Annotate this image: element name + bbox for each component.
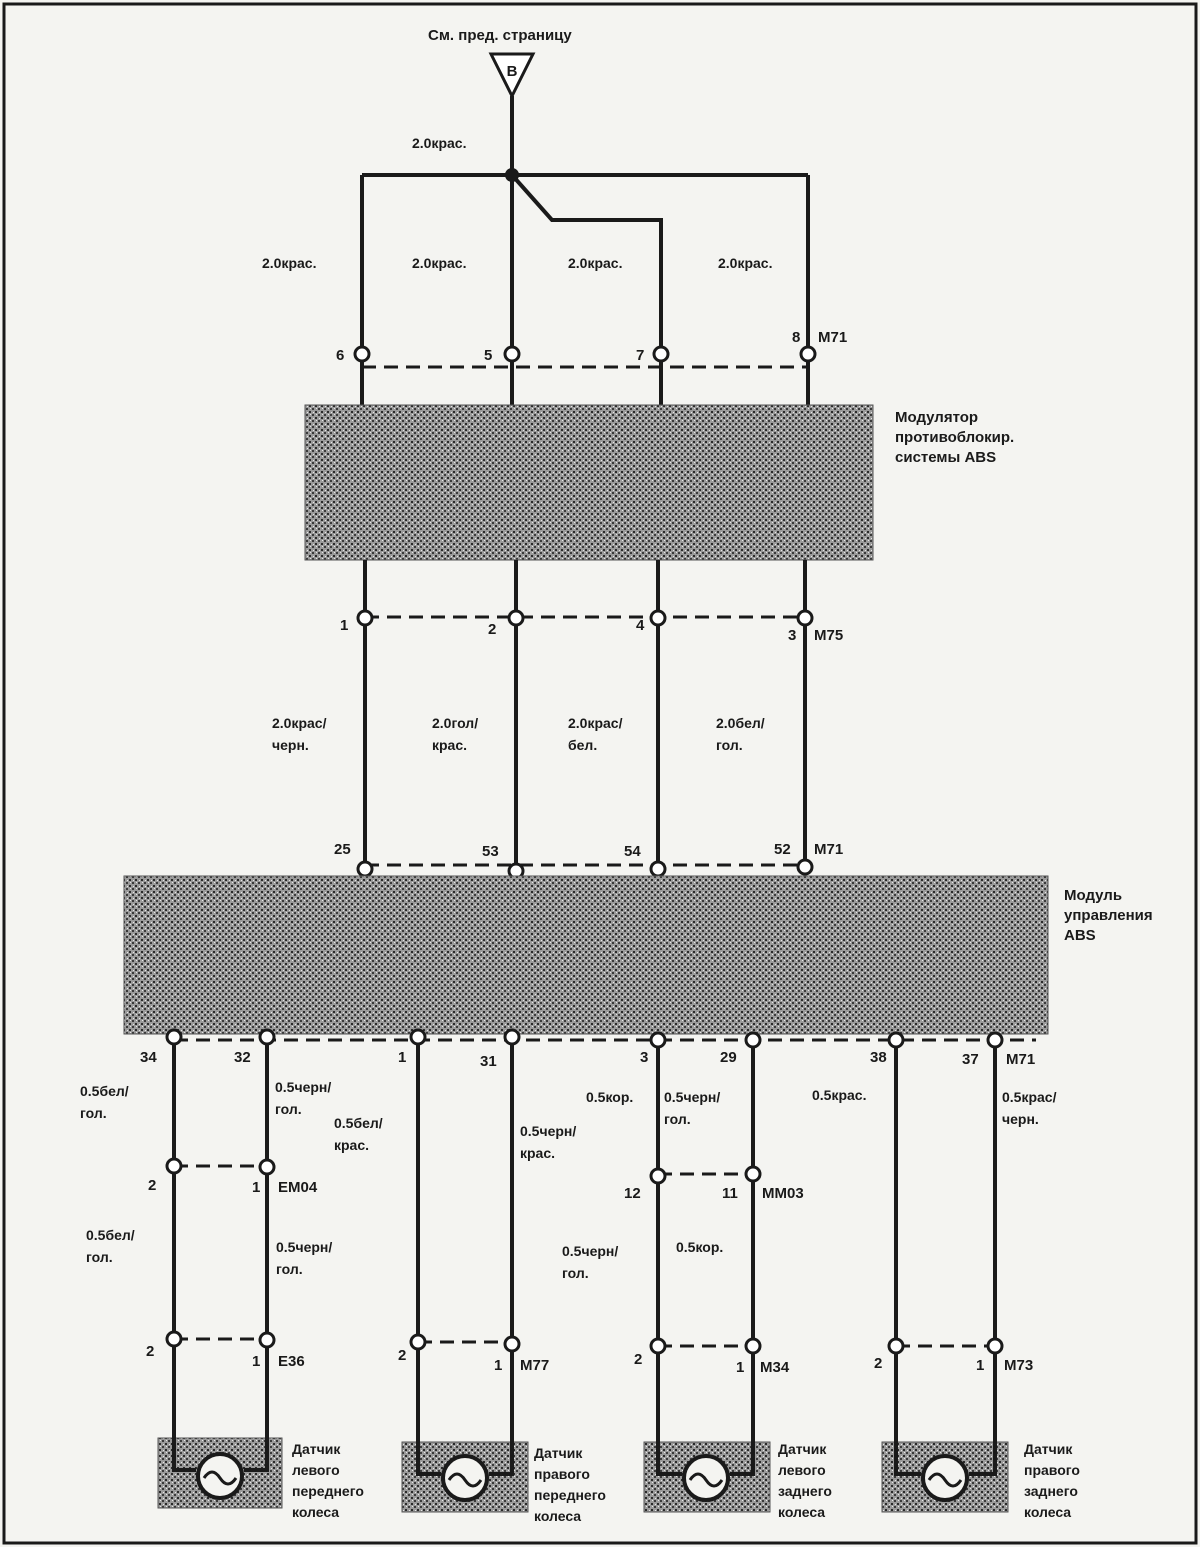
wire-label: 0.5бел/ крас. — [334, 1115, 387, 1153]
branch-wire-label: 2.0крас. — [412, 255, 466, 271]
connector-m71-bottom — [165, 1028, 1036, 1434]
wire-label: 0.5кор. — [586, 1089, 633, 1105]
wire-label: 0.5черн/ гол. — [562, 1243, 622, 1281]
wire-label: 0.5крас/ черн. — [1002, 1089, 1060, 1127]
pin-number: 31 — [480, 1053, 497, 1070]
connector-name: M71 — [818, 329, 847, 346]
connector-name: M75 — [814, 627, 843, 644]
pin-number: 1 — [494, 1357, 502, 1374]
pin-number: 3 — [640, 1049, 648, 1066]
connector-name: MM03 — [762, 1185, 804, 1202]
pin-number: 29 — [720, 1049, 737, 1066]
pin-number: 25 — [334, 841, 351, 858]
wire-label: 2.0бел/ гол. — [716, 715, 769, 753]
sensor-label: Датчик левого переднего колеса — [292, 1441, 368, 1520]
wire-label: 0.5бел/ гол. — [80, 1083, 133, 1121]
connector-name: M77 — [520, 1357, 549, 1374]
sensor-label: Датчик правого переднего колеса — [534, 1445, 610, 1524]
wire-label: 2.0крас/ бел. — [568, 715, 626, 753]
pin-number: 2 — [146, 1343, 154, 1360]
wheel-sensor-rear-left — [643, 1432, 771, 1513]
pin-number: 34 — [140, 1049, 157, 1066]
wheel-sensor-rear-right — [881, 1432, 1009, 1513]
pin-number: 1 — [976, 1357, 984, 1374]
control-module-label: Модуль управления ABS — [1064, 887, 1157, 944]
connector-name: EM04 — [278, 1179, 318, 1196]
connector-e36 — [165, 1330, 276, 1349]
pin-number: 3 — [788, 627, 796, 644]
wire-label: 2.0крас/ черн. — [272, 715, 330, 753]
connector-name: M73 — [1004, 1357, 1033, 1374]
pin-number: 4 — [636, 617, 645, 634]
connector-triangle — [488, 52, 536, 100]
wire-label: 0.5бел/ гол. — [86, 1227, 139, 1265]
pin-number: 38 — [870, 1049, 887, 1066]
wire-label: 0.5черн/ гол. — [276, 1239, 336, 1277]
pin-number: 52 — [774, 841, 791, 858]
pin-number: 2 — [398, 1347, 406, 1364]
supply-wiring — [360, 96, 810, 400]
pin-number: 12 — [624, 1185, 641, 1202]
pin-number: 1 — [736, 1359, 744, 1376]
connector-m73 — [887, 1337, 1004, 1355]
supply-wire-label: 2.0крас. — [412, 135, 466, 151]
connector-mm03 — [649, 1165, 762, 1185]
connector-m77 — [409, 1333, 521, 1353]
abs-modulator-block — [304, 404, 874, 561]
connector-letter: B — [507, 63, 518, 80]
wheel-sensor-front-left — [157, 1428, 283, 1509]
modulator-label: Модулятор противоблокир. системы ABS — [895, 409, 1018, 466]
connector-name: M71 — [1006, 1051, 1035, 1068]
pin-number: 6 — [336, 347, 344, 364]
wire-label: 2.0гол/ крас. — [432, 715, 482, 753]
pin-number: 7 — [636, 347, 644, 364]
pin-number: 2 — [634, 1351, 642, 1368]
connector-m34 — [649, 1337, 762, 1355]
sensor-label: Датчик левого заднего колеса — [778, 1441, 836, 1520]
pin-number: 1 — [340, 617, 348, 634]
branch-wire-label: 2.0крас. — [718, 255, 772, 271]
pin-number: 1 — [252, 1179, 260, 1196]
wire-label: 0.5кор. — [676, 1239, 723, 1255]
pin-number: 37 — [962, 1051, 979, 1068]
abs-control-module-block — [123, 875, 1049, 1035]
wire-label: 0.5черн/ гол. — [275, 1079, 335, 1117]
connector-m75 — [356, 560, 814, 863]
wire-label: 0.5черн/ гол. — [664, 1089, 724, 1127]
pin-number: 5 — [484, 347, 492, 364]
pin-number: 1 — [398, 1049, 406, 1066]
connector-name: M34 — [760, 1359, 790, 1376]
pin-number: 11 — [722, 1185, 738, 1202]
wire-label: 0.5крас. — [812, 1087, 866, 1103]
pin-number: 32 — [234, 1049, 251, 1066]
pin-number: 2 — [488, 621, 496, 638]
connector-name: E36 — [278, 1353, 305, 1370]
branch-wire-label: 2.0крас. — [568, 255, 622, 271]
connector-m71-mid — [356, 858, 814, 880]
pin-number: 8 — [792, 329, 800, 346]
branch-wire-label: 2.0крас. — [262, 255, 316, 271]
pin-number: 1 — [252, 1353, 260, 1370]
sensor-label: Датчик правого заднего колеса — [1024, 1441, 1084, 1520]
pin-number: 2 — [148, 1177, 156, 1194]
pin-number: 2 — [874, 1355, 882, 1372]
wheel-sensor-front-right — [401, 1432, 529, 1513]
reference-note: См. пред. страницу — [428, 27, 572, 44]
connector-m71-top — [353, 345, 817, 405]
connector-name: M71 — [814, 841, 843, 858]
pin-number: 53 — [482, 843, 499, 860]
pin-number: 54 — [624, 843, 641, 860]
connector-em04 — [165, 1157, 276, 1176]
wire-label: 0.5черн/ крас. — [520, 1123, 580, 1161]
